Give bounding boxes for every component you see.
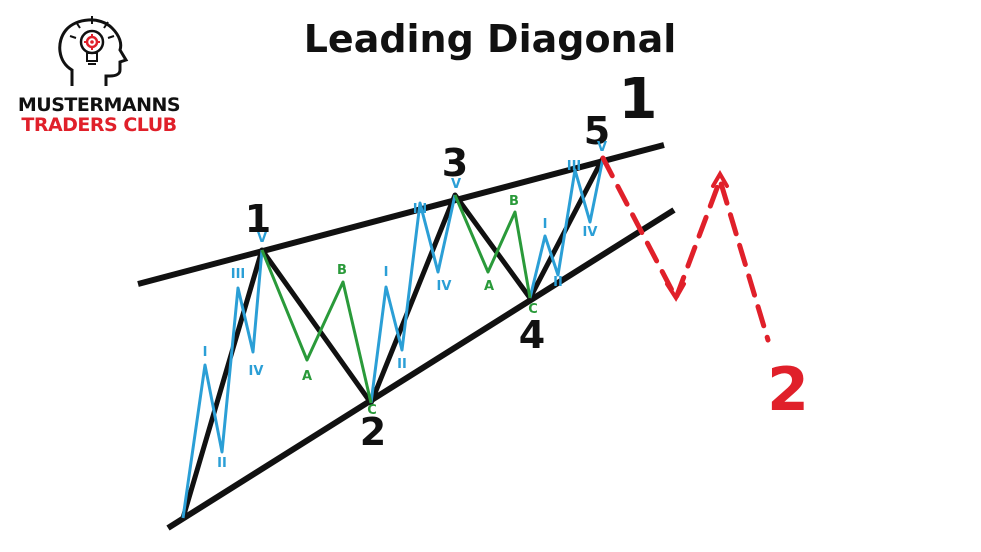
projection-arrow-up <box>711 170 729 188</box>
main-wave-label-1: 1 <box>245 197 271 241</box>
main-wave-line <box>180 156 606 519</box>
correction-4-label-A: A <box>484 279 494 294</box>
sub-wave-3-label-I: I <box>384 265 389 280</box>
sub-wave-5-label-V: V <box>597 140 607 155</box>
sub-wave-5-label-II: II <box>553 275 563 290</box>
correction-2-label-B: B <box>337 263 347 278</box>
diagram-title: Leading Diagonal <box>304 17 677 61</box>
sub-wave-5-label-I: I <box>543 217 548 232</box>
lower-trendline <box>166 207 676 531</box>
correction-4-label-B: B <box>509 194 519 209</box>
head-lightbulb-icon <box>58 16 129 86</box>
sub-wave-1-label-III: III <box>231 267 246 282</box>
main-wave-label-5: 5 <box>584 109 610 153</box>
upper-trendline <box>137 142 665 287</box>
brand-name-line2: TRADERS CLUB <box>21 114 177 136</box>
sub-wave-1-label-I: I <box>203 345 208 360</box>
brand-name-line1: MUSTERMANNS <box>17 94 181 116</box>
correction-4-label-C: C <box>528 302 538 317</box>
brand-logo: MUSTERMANNS TRADERS CLUB <box>14 8 184 138</box>
correction-4-line <box>453 194 532 299</box>
degree-label: 1 <box>619 67 658 132</box>
main-wave-label-3: 3 <box>442 141 468 185</box>
sub-wave-3-label-IV: IV <box>437 279 452 294</box>
sub-wave-1-label-V: V <box>257 231 267 246</box>
sub-wave-3-line <box>369 194 457 404</box>
sub-wave-5-label-III: III <box>567 159 582 174</box>
main-wave-label-2: 2 <box>360 410 386 454</box>
sub-wave-1-label-II: II <box>217 456 227 471</box>
sub-wave-1-line <box>181 249 264 519</box>
correction-2-label-A: A <box>302 369 312 384</box>
sub-wave-3-label-V: V <box>451 177 461 192</box>
main-wave-label-4: 4 <box>519 313 545 357</box>
projection-arrow-down <box>665 282 686 302</box>
sub-wave-1-label-IV: IV <box>249 364 264 379</box>
correction-2-label-C: C <box>367 403 377 418</box>
sub-wave-5-line <box>528 157 605 299</box>
sub-wave-3-label-II: II <box>397 357 407 372</box>
sub-wave-3-label-III: III <box>413 202 428 217</box>
correction-2-line <box>260 249 373 404</box>
projection-path <box>600 155 771 343</box>
sub-wave-5-label-IV: IV <box>583 225 598 240</box>
projection-label: 2 <box>767 355 809 425</box>
